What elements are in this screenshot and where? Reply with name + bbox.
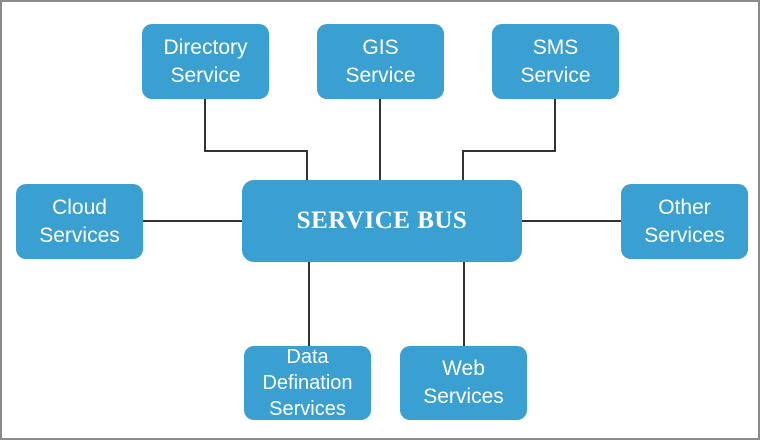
- web-services-node: Web Services: [400, 346, 527, 420]
- service-bus-label: SERVICE BUS: [296, 207, 468, 234]
- cloud-services-label: Cloud Services: [39, 195, 120, 247]
- cloud-services-node: Cloud Services: [16, 184, 143, 259]
- directory-service-label: Directory Service: [163, 35, 248, 87]
- sms-service-node: SMS Service: [492, 24, 619, 99]
- other-services-node: Other Services: [621, 184, 748, 259]
- sms-service-label: SMS Service: [520, 35, 591, 87]
- connector-directory: [204, 99, 308, 180]
- other-services-label: Other Services: [644, 195, 725, 247]
- data-definition-services-node: Data Defination Services: [244, 346, 371, 420]
- directory-service-node: Directory Service: [142, 24, 269, 99]
- gis-service-label: GIS Service: [345, 35, 416, 87]
- gis-service-node: GIS Service: [317, 24, 444, 99]
- data-definition-services-label: Data Defination Services: [262, 346, 353, 420]
- web-services-label: Web Services: [423, 357, 504, 408]
- service-bus-hub: SERVICE BUS: [242, 180, 522, 262]
- connector-sms: [462, 99, 556, 180]
